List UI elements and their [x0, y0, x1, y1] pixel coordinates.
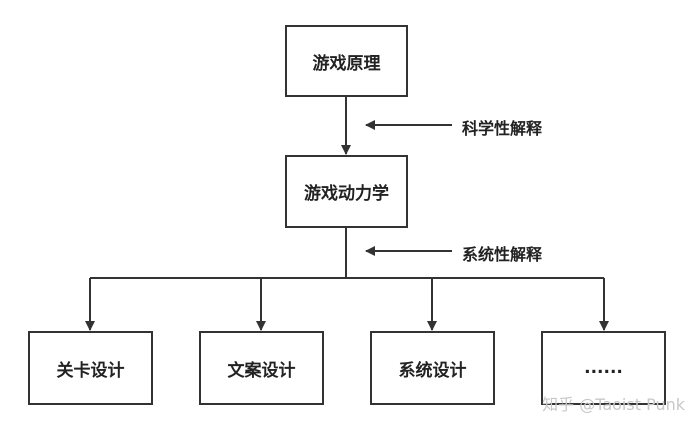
node-game-principle: 游戏原理: [285, 25, 408, 97]
node-level-design: 关卡设计: [28, 331, 153, 405]
node-game-dynamics: 游戏动力学: [285, 155, 408, 228]
node-copywriting-design: 文案设计: [199, 331, 324, 405]
label-scientific-explanation: 科学性解释: [462, 119, 543, 138]
label-systematic-explanation: 系统性解释: [462, 245, 543, 264]
node-more: ......: [541, 331, 666, 405]
watermark: 知乎 @Taoist Punk: [542, 395, 685, 414]
node-system-design: 系统设计: [370, 331, 495, 405]
